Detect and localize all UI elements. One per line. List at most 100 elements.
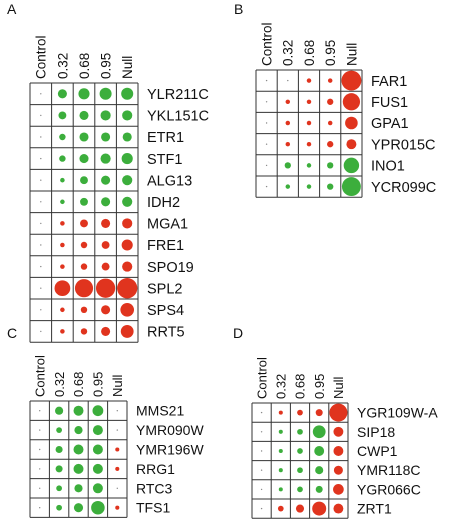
gene-label: SPL2 [147,281,182,297]
gene-label: SPS4 [147,303,184,319]
panel-label: C [7,325,17,341]
expression-dot [40,287,42,289]
expression-dot [78,88,90,100]
expression-dot [92,483,103,494]
gene-label: FUS1 [371,95,408,111]
expression-dot [122,175,133,186]
column-header: 0.32 [52,372,67,397]
gene-label: YLR211C [147,87,209,103]
expression-dot [92,425,103,436]
expression-dot [40,179,42,181]
expression-dot [297,409,303,416]
expression-dot [306,163,312,168]
expression-dot [260,488,263,491]
expression-dot [79,154,89,164]
expression-dot [329,403,348,422]
expression-dot [341,177,361,197]
expression-dot [92,463,103,474]
expression-dot [73,444,84,455]
expression-dot [265,122,268,124]
expression-dot [91,500,105,515]
expression-dot [306,141,312,147]
gene-label: YMR118C [357,462,421,478]
expression-dot [287,79,289,82]
expression-dot [40,222,42,225]
expression-dot [121,153,133,165]
gene-label: GPA1 [371,116,409,132]
expression-dot [60,307,65,313]
expression-dot [39,487,41,489]
expression-dot [74,279,94,298]
expression-dot [285,120,291,126]
expression-dot [40,93,42,95]
expression-dot [40,309,42,311]
gene-label: YGR109W-A [357,405,438,421]
column-header: 0.68 [293,374,308,399]
expression-dot [115,466,120,471]
column-header: Null [331,376,346,399]
column-header: 0.95 [91,372,106,397]
expression-dot [58,111,67,120]
gene-label: RRT5 [147,325,185,341]
gene-label: YPR015C [371,137,435,153]
expression-dot [39,410,41,412]
expression-dot [333,426,344,437]
expression-dot [60,221,65,226]
expression-dot [345,116,358,130]
expression-dot [117,278,138,299]
expression-dot [59,155,66,162]
expression-dot [327,162,334,169]
column-header: Null [110,374,125,397]
expression-dot [39,507,41,509]
expression-dot [74,484,83,493]
expression-dot [265,185,268,188]
expression-dot [92,444,103,455]
gene-label: ETR1 [147,130,184,146]
expression-dot [55,406,64,415]
expression-dot [101,326,111,336]
expression-dot [260,411,263,414]
expression-dot [315,485,323,493]
expression-dot [40,201,42,203]
expression-dot [60,329,65,334]
expression-dot [60,177,65,183]
gene-label: YCR099C [371,180,436,196]
gene-label: MGA1 [147,217,188,233]
expression-dot [100,110,111,121]
expression-dot [297,486,303,493]
expression-dot [285,141,291,147]
expression-dot [79,110,89,120]
expression-dot [295,504,305,513]
expression-dot [115,505,120,510]
expression-dot [333,503,344,514]
expression-dot [327,98,334,105]
expression-dot [73,503,84,513]
expression-dot [278,448,283,454]
column-header: 0.32 [281,40,296,66]
gene-label: ZRT1 [357,501,392,517]
expression-dot [60,199,65,205]
expression-dot [285,184,291,189]
expression-dot [80,328,88,335]
expression-dot [39,429,41,431]
expression-dot [80,219,88,228]
gene-label: YGR066C [357,481,421,497]
expression-dot [314,446,325,456]
gene-label: MMS21 [136,403,184,419]
expression-dot [327,120,333,126]
expression-dot [80,197,88,206]
expression-dot [101,175,111,185]
expression-dot [312,425,326,439]
expression-dot [315,409,323,417]
gene-label: CWP1 [357,443,398,459]
expression-dot [101,262,110,271]
expression-dot [120,302,135,317]
expression-dot [121,239,133,251]
column-header: Control [32,355,47,397]
gene-label: ALG13 [147,173,192,189]
expression-dot [265,164,268,167]
expression-dot [333,484,344,495]
column-header: 0.95 [98,53,113,79]
expression-dot [80,176,88,185]
